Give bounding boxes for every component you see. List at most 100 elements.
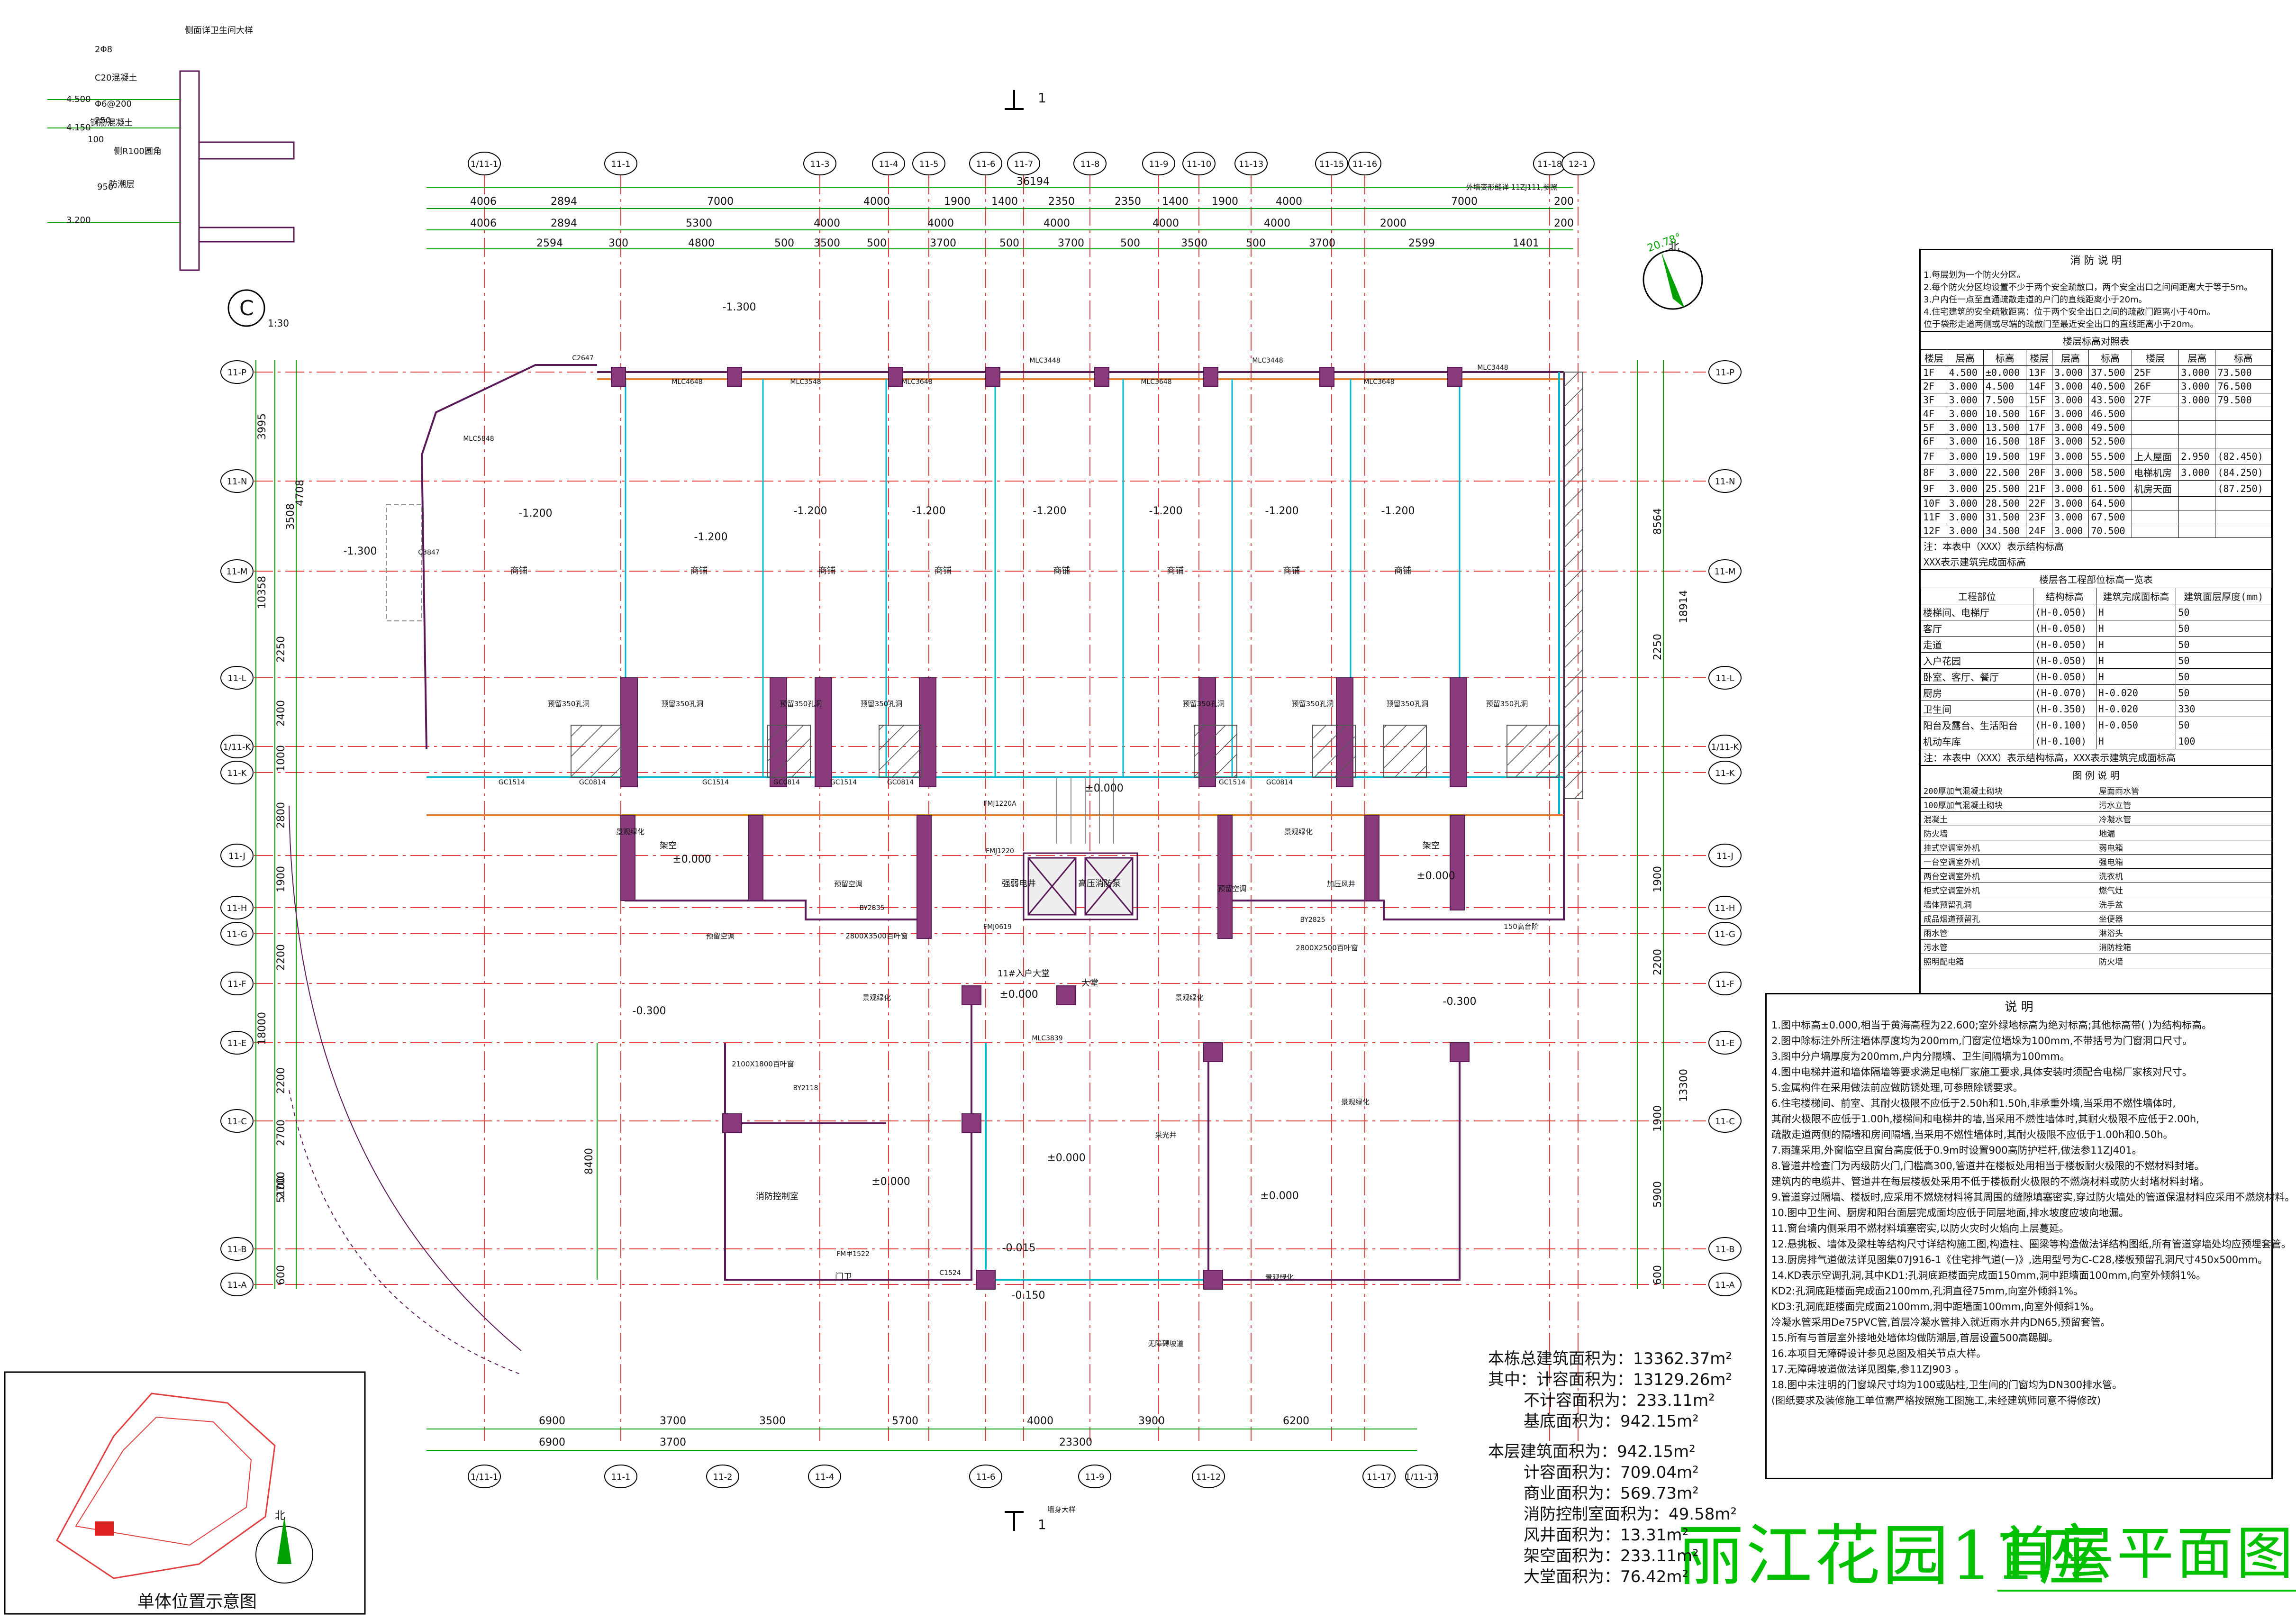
fire-note-3: 4.住宅建筑的安全疏散距离：位于两个安全出口之间的疏散门距离小于40m。 bbox=[1924, 307, 2215, 317]
grid-axis-left-2: 11-M bbox=[227, 567, 248, 577]
floor-table-cell: 25F bbox=[2131, 365, 2179, 380]
floor-table-cell: 3.000 bbox=[1946, 480, 1984, 497]
dim-left-16: 8400 bbox=[583, 1148, 595, 1174]
window-tag-5: MLC3448 bbox=[1252, 357, 1283, 364]
section-marks bbox=[1005, 90, 1024, 1531]
floor-table-cell: 15F bbox=[2026, 393, 2053, 407]
top-dimension-lines bbox=[427, 187, 1573, 249]
grid-axis-right-7-bubble bbox=[1708, 896, 1742, 919]
window-tag-6: MLC3648 bbox=[1363, 378, 1394, 386]
finish-table-cell: 机动车库 bbox=[1921, 733, 2033, 749]
grid-axis-right-3: 11-L bbox=[1715, 673, 1734, 683]
window-tag-25: BY2835 bbox=[859, 904, 884, 912]
dim-top-row1-12: 200 bbox=[1554, 196, 1574, 208]
grid-axis-left-12-bubble bbox=[220, 1237, 254, 1261]
floor-table-cell: 4.500 bbox=[1983, 379, 2027, 393]
finish-level-table: 工程部位结构标高建筑完成面标高建筑面层厚度(mm)楼梯间、电梯厅(H-0.050… bbox=[1921, 588, 2271, 749]
floor-table-cell: 3.000 bbox=[1946, 407, 1984, 421]
dim-right-5: 13300 bbox=[1678, 1069, 1690, 1102]
dim-left-13: 2700 bbox=[275, 1172, 287, 1198]
grid-axis-left-1: 11-N bbox=[227, 477, 247, 487]
dim-top-row3-8: 3700 bbox=[1058, 237, 1084, 249]
room-label-7: 商铺 bbox=[1394, 566, 1411, 576]
dim-top-row3-13: 2599 bbox=[1408, 237, 1435, 249]
window-tag-7: MLC3448 bbox=[1477, 364, 1508, 372]
fire-note-1: 2.每个防火分区均设置不少于两个安全疏散口，两个安全出口之间间距离大于等于5m。 bbox=[1924, 282, 2253, 292]
floor-table-cell: 3.000 bbox=[2052, 480, 2089, 497]
floor-table-cell: 22.500 bbox=[1983, 464, 2027, 481]
detail-c-note-9: 3.200 bbox=[66, 215, 91, 225]
grid-axis-left-4: 1/11-K bbox=[223, 742, 252, 752]
finish-table-cell: 卫生间 bbox=[1921, 701, 2033, 717]
callout-3: 景观绿化 bbox=[1175, 993, 1204, 1002]
floor-table-cell: 76.500 bbox=[2215, 379, 2271, 393]
finish-table-cell: (H-0.100) bbox=[2033, 733, 2096, 749]
floor-table-header-3: 楼层 bbox=[2026, 349, 2053, 366]
elevation-0: -1.200 bbox=[519, 508, 553, 519]
floor-table-cell bbox=[2215, 420, 2271, 435]
legend-item-left: 100厚加气混凝土砌块 bbox=[1921, 798, 2096, 812]
dim-bottom-row1-1: 3700 bbox=[660, 1415, 686, 1427]
finish-table-cell: 客厅 bbox=[1921, 620, 2033, 637]
grid-axis-right-9-bubble bbox=[1708, 972, 1742, 995]
area-footprint: 基底面积为：942.15m² bbox=[1524, 1412, 1699, 1431]
legend-item-right: 冷凝水管 bbox=[2096, 812, 2271, 826]
floor-table-cell: (87.250) bbox=[2215, 480, 2271, 497]
dim-top-row2-4: 4000 bbox=[927, 218, 954, 229]
window-tag-21: FMJ0619 bbox=[983, 923, 1012, 931]
finish-table-cell: 50 bbox=[2176, 636, 2271, 653]
grid-axis-top-1: 11-1 bbox=[611, 159, 631, 169]
callout-18: 2800X2500百叶窗 bbox=[1296, 944, 1358, 952]
window-tag-17: GC1514 bbox=[1219, 779, 1245, 786]
floor-table-cell: 64.500 bbox=[2088, 496, 2132, 510]
floor-table-cell: 27F bbox=[2131, 393, 2179, 407]
dim-left-12: 2700 bbox=[275, 1119, 287, 1146]
floor-table-cell: 28.500 bbox=[1983, 496, 2027, 510]
floor-table-cell: 3.000 bbox=[2052, 379, 2089, 393]
general-note-13: 11.窗台墙内侧采用不燃材料填塞密实,以防火灾时火焰向上层蔓延。 bbox=[1771, 1223, 2069, 1234]
elevation-11: ±0.000 bbox=[1416, 870, 1455, 882]
dim-top-row2-8: 2000 bbox=[1380, 218, 1407, 229]
grid-axis-bottom-1: 11-1 bbox=[611, 1472, 631, 1482]
dim-top-row1-2: 7000 bbox=[707, 196, 734, 208]
finish-table-cell: (H-0.350) bbox=[2033, 701, 2096, 717]
dim-top-row3-4: 3500 bbox=[814, 237, 840, 249]
floor-table-cell: 3.000 bbox=[1946, 448, 1984, 464]
floor-table-cell: ±0.000 bbox=[1983, 365, 2027, 380]
general-note-24: (图纸要求及装修施工单位需严格按照施工图施工,未经建筑师同意不得修改) bbox=[1771, 1395, 2101, 1406]
window-tag-24: MLC3839 bbox=[1032, 1035, 1062, 1042]
grid-axis-right-8: 11-G bbox=[1715, 929, 1735, 939]
floor-table-cell: 2.950 bbox=[2178, 448, 2216, 464]
dim-top-row3-0: 2594 bbox=[536, 237, 563, 249]
floor-table-cell: 3.000 bbox=[2052, 496, 2089, 510]
dim-right-8: 600 bbox=[1652, 1265, 1664, 1285]
detail-c-note-12: 100 bbox=[88, 135, 104, 145]
dim-top-row2-0: 4006 bbox=[470, 218, 497, 229]
floor-table-cell bbox=[2131, 524, 2179, 538]
window-tag-18: GC0814 bbox=[1266, 779, 1293, 786]
floor-table-title: 楼层标高对照表 bbox=[1921, 331, 2271, 349]
window-tag-23: C1524 bbox=[939, 1269, 961, 1277]
grid-axis-right-0-bubble bbox=[1708, 360, 1742, 384]
floor-table-cell: 3.000 bbox=[1946, 379, 1984, 393]
general-note-3: 4.图中电梯井道和墙体隔墙等要求满足电梯厂家施工要求,具体安装时须配合电梯厂家核… bbox=[1771, 1066, 2192, 1078]
grid-axis-top-12: 11-16 bbox=[1352, 159, 1377, 169]
grid-axis-top-14: 12-1 bbox=[1569, 159, 1588, 169]
floor-table-cell: 7F bbox=[1921, 448, 1947, 464]
floor-table-cell: 5F bbox=[1921, 420, 1947, 435]
callout-7: 预留350孔洞 bbox=[662, 700, 704, 708]
general-notes-title: 说 明 bbox=[2005, 1000, 2033, 1014]
legend-item-right: 地漏 bbox=[2096, 826, 2271, 840]
general-note-7: 疏散走道两侧的隔墙和房间隔墙,当采用不燃性墙体时,其耐火极限不应低于1.00h和… bbox=[1771, 1129, 2173, 1140]
general-note-15: 13.厨房排气道做法详见图集07J916-1《住宅排气道(一)》,选用型号为C-… bbox=[1771, 1254, 2268, 1265]
legend-item-left: 两台空调室外机 bbox=[1921, 869, 2096, 883]
elevation-8: -1.300 bbox=[723, 301, 756, 313]
dim-left-8: 1900 bbox=[275, 866, 287, 892]
window-tag-20: FMJ1220 bbox=[986, 847, 1014, 855]
dim-top-row3-2: 4800 bbox=[688, 237, 715, 249]
grid-lines-vertical bbox=[484, 175, 1579, 1441]
